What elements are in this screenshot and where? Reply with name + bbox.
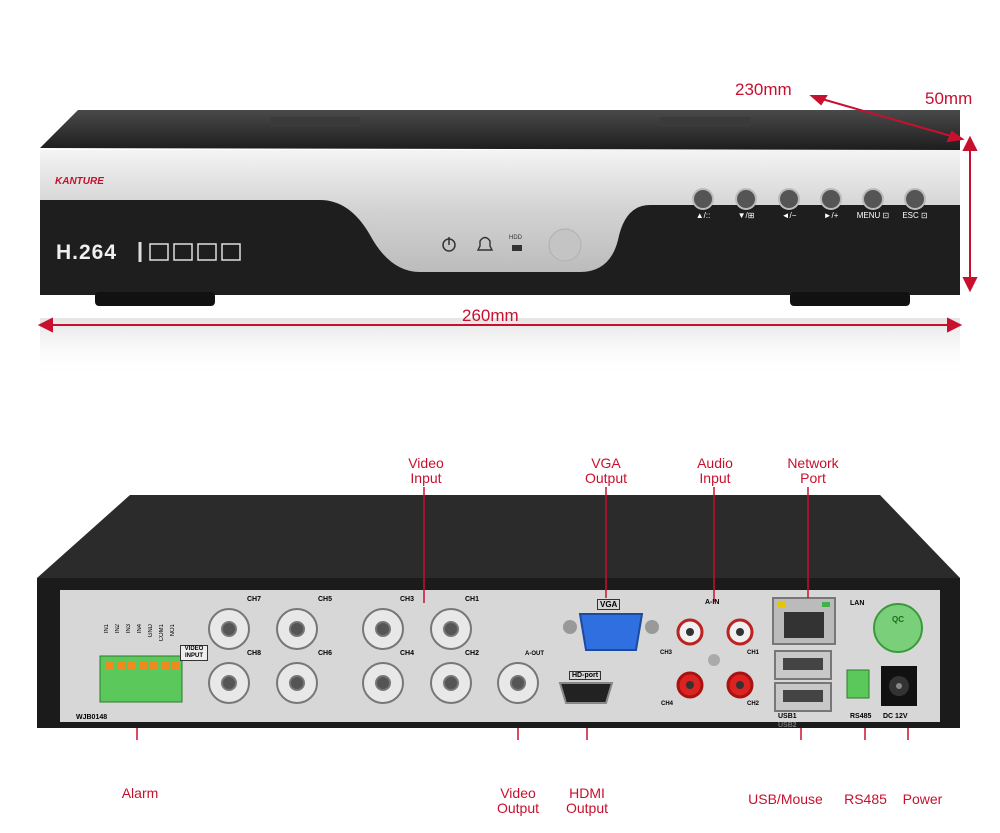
front-button-down[interactable] [735,188,757,210]
front-button-left[interactable] [778,188,800,210]
depth-dimension: 230mm [735,80,792,99]
feature-icon-3 [197,243,217,261]
feature-icon-1 [149,243,169,261]
front-button-esc[interactable] [904,188,926,210]
front-button-label: ▼/⊞ [737,211,755,220]
audio-in-label: A-IN [705,599,720,606]
alarm-pin-label: IN3 [126,624,132,634]
model-label: WJB0148 [76,714,108,721]
rear-view-device [37,487,960,740]
channel-label: CH6 [318,650,333,657]
hdmi-port[interactable] [558,682,614,704]
callout-hdmi-output: HDMI Output [565,785,609,816]
usb-label: USB2 [778,722,797,729]
alarm-pin-label: NO1 [170,624,176,637]
usb-label: USB1 [778,713,797,720]
rs485-label: RS485 [850,713,872,720]
audio-channel-label: CH3 [660,650,673,656]
audio-rca-jacks [676,618,754,699]
height-dimension: 50mm [925,89,973,108]
alarm-pin-label: IN1 [104,624,110,634]
front-button-label: ▲/:: [695,211,711,220]
power-status-icon [442,237,456,252]
audio-channel-label: CH4 [661,701,674,707]
hdd-status-icon [512,245,522,251]
hdd-label: HDD [509,235,522,241]
lan-port[interactable] [772,597,836,645]
alarm-bell-icon [476,236,494,251]
dc-power-jack[interactable] [881,666,917,706]
front-button-right[interactable] [820,188,842,210]
channel-label: CH8 [247,650,262,657]
front-button-label: ◄/− [781,211,797,220]
bnc-connectors [208,608,539,704]
callout-video-output: Video Output [496,785,540,816]
audio-channel-label: CH2 [747,701,760,707]
alarm-pin-label: IN4 [137,624,143,634]
alarm-terminal-block[interactable] [99,655,183,703]
callout-video-input: Video Input [408,455,444,486]
speaker-grill [548,228,582,262]
channel-label: CH5 [318,596,333,603]
qc-sticker [873,603,923,653]
dimension-arrows [37,95,978,333]
channel-label: CH3 [400,596,415,603]
dc-power-label: DC 12V [883,713,908,720]
brand-logo: KANTURE [55,176,104,187]
rs485-terminal[interactable] [846,669,870,699]
front-button-up[interactable] [692,188,714,210]
vga-label: VGA [597,599,621,610]
callout-power: Power [902,791,943,807]
usb-ports[interactable] [774,650,832,712]
front-buttons [692,188,926,210]
codec-label: H.264 [56,241,118,264]
lan-label: LAN [850,600,865,607]
alarm-pin-label: IN2 [115,624,121,634]
vga-port[interactable] [563,613,659,651]
alarm-pin-label: GND [148,624,154,638]
qc-label: QC [892,615,904,624]
feature-icon-4 [221,243,241,261]
callout-alarm: Alarm [121,785,159,801]
callout-audio-input: Audio Input [697,455,733,486]
front-button-menu[interactable] [862,188,884,210]
video-input-label: VIDEO INPUT [180,645,208,661]
hd-port-label: HD-port [569,671,602,680]
callout-lines [136,487,909,740]
callout-vga-output: VGA Output [584,455,628,486]
channel-label: CH4 [400,650,415,657]
channel-label: CH7 [247,596,262,603]
audio-out-label: A-OUT [525,651,544,657]
audio-channel-label: CH1 [747,650,760,656]
width-dimension: 260mm [462,306,519,325]
front-button-label: MENU ⊡ [856,211,890,220]
feature-icon-2 [173,243,193,261]
channel-label: CH2 [465,650,480,657]
channel-label: CH1 [465,596,480,603]
front-button-label: ESC ⊡ [902,211,928,220]
alarm-pin-label: COM1 [159,624,165,642]
front-button-label: ►/+ [823,211,839,220]
front-view-device [37,95,978,378]
callout-rs485: RS485 [844,791,887,807]
callout-network-port: Network Port [787,455,839,486]
callout-usb-mouse: USB/Mouse [748,791,823,807]
alarm-pin-labels: IN1 IN2 IN3 IN4 GND COM1 NO1 [104,624,176,654]
